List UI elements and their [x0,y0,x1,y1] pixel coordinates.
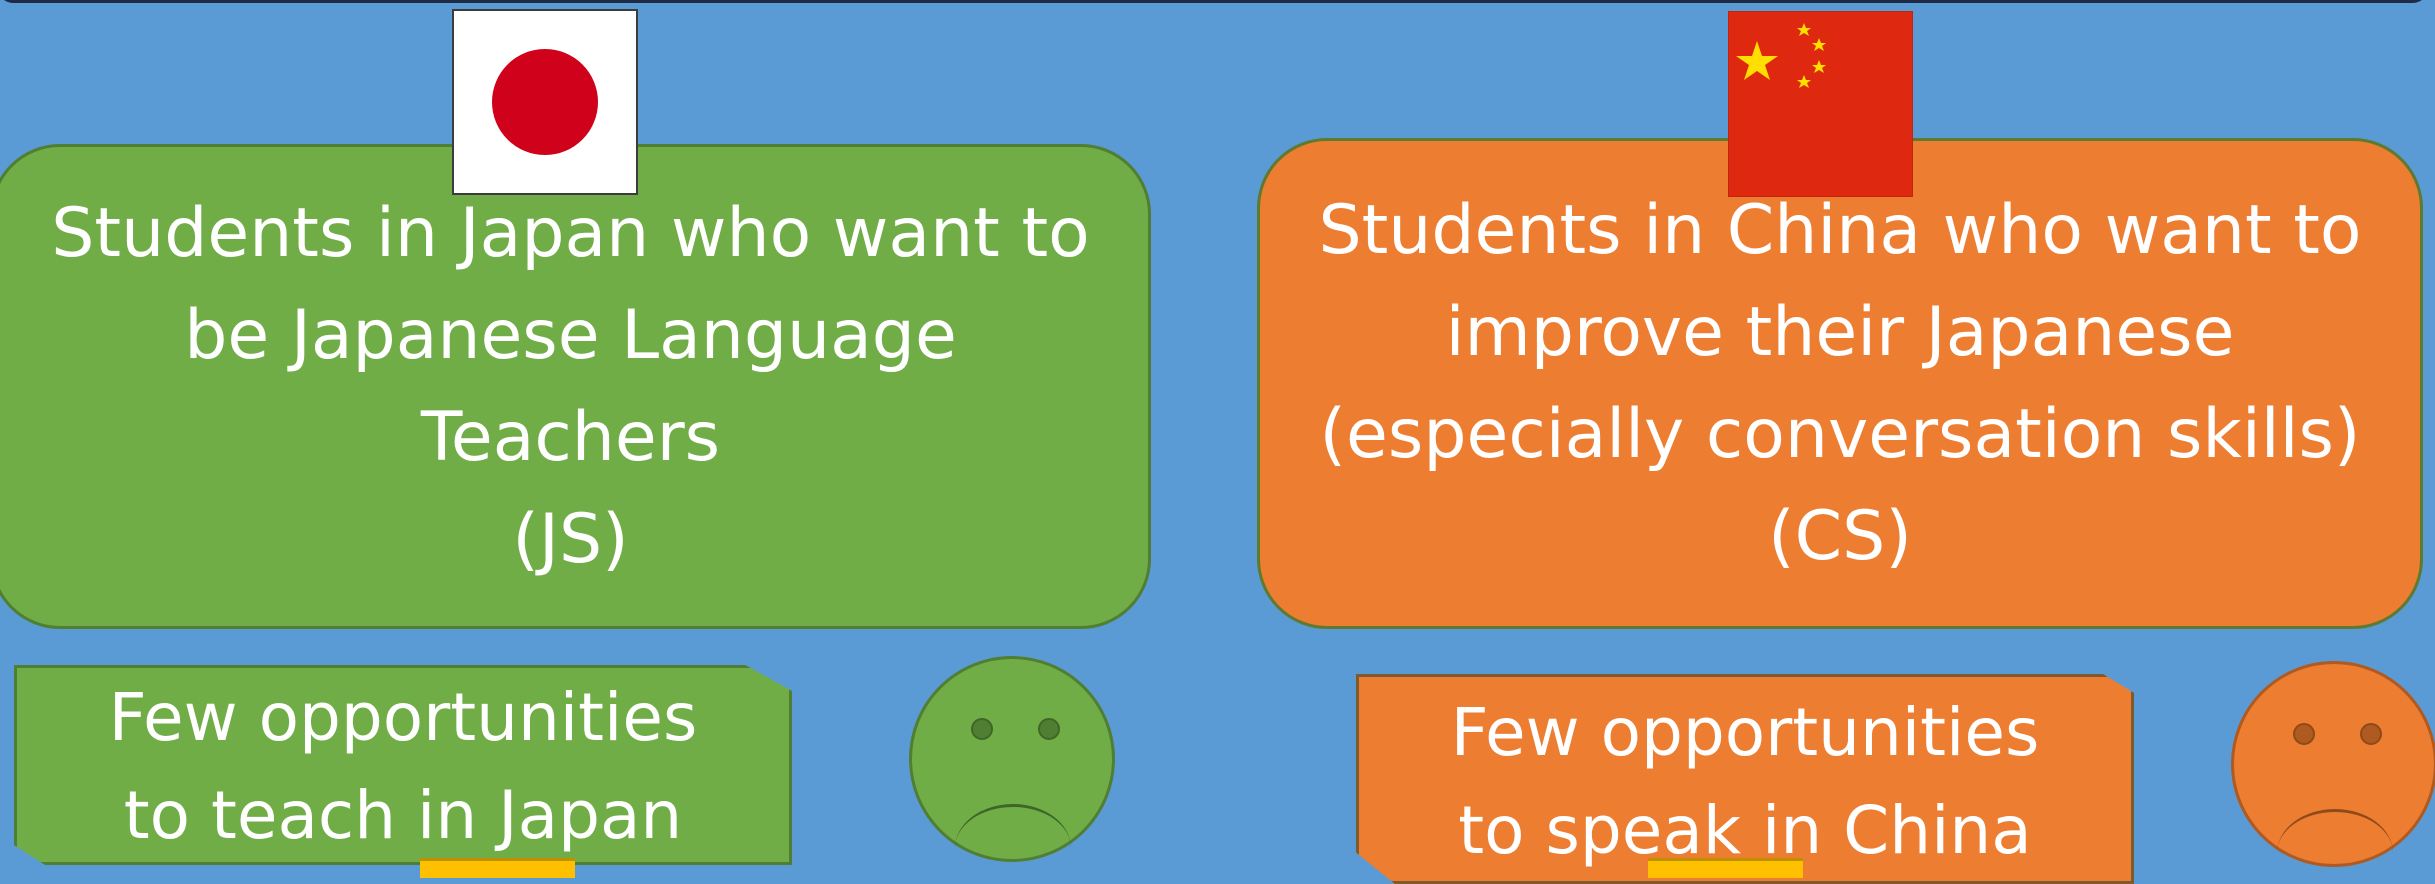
china-note-box: Few opportunities to speak in China [1356,674,2134,884]
japan-title-line-3: Teachers [420,397,721,477]
left-eye [971,718,993,740]
japan-bottom-shape [420,858,575,878]
japan-flag-sun [492,49,598,155]
china-title-line-4: (CS) [1768,496,1912,576]
china-title-line-3: (especially conversation skills) [1319,394,2361,474]
frown-mouth [2277,809,2393,853]
japan-title-line-4: (JS) [512,499,629,579]
japan-title-line-2: be Japanese Language [184,295,957,375]
china-title-line-1: Students in China who want to [1318,190,2362,270]
china-flag-icon [1728,11,1913,197]
china-bottom-shape [1648,858,1803,878]
japan-students-box: Students in Japan who want to be Japanes… [0,144,1151,629]
japan-sad-face-icon [909,656,1115,862]
top-banner-edge [0,0,2430,3]
china-title-line-2: improve their Japanese [1445,292,2235,372]
japan-flag-icon [452,9,638,195]
china-sad-face-icon [2231,661,2435,867]
china-flag-stars [1736,23,1826,88]
japan-title-line-1: Students in Japan who want to [51,193,1090,273]
japan-note-box: Few opportunities to teach in Japan [14,665,792,865]
china-note-line-2: to speak in China [1458,792,2032,869]
japan-note-line-1: Few opportunities [108,679,698,756]
china-students-box: Students in China who want to improve th… [1257,138,2423,629]
frown-mouth [955,804,1071,848]
right-eye [2360,723,2382,745]
right-eye [1038,718,1060,740]
left-eye [2293,723,2315,745]
japan-note-line-2: to teach in Japan [123,777,683,854]
china-note-line-1: Few opportunities [1450,694,2040,771]
